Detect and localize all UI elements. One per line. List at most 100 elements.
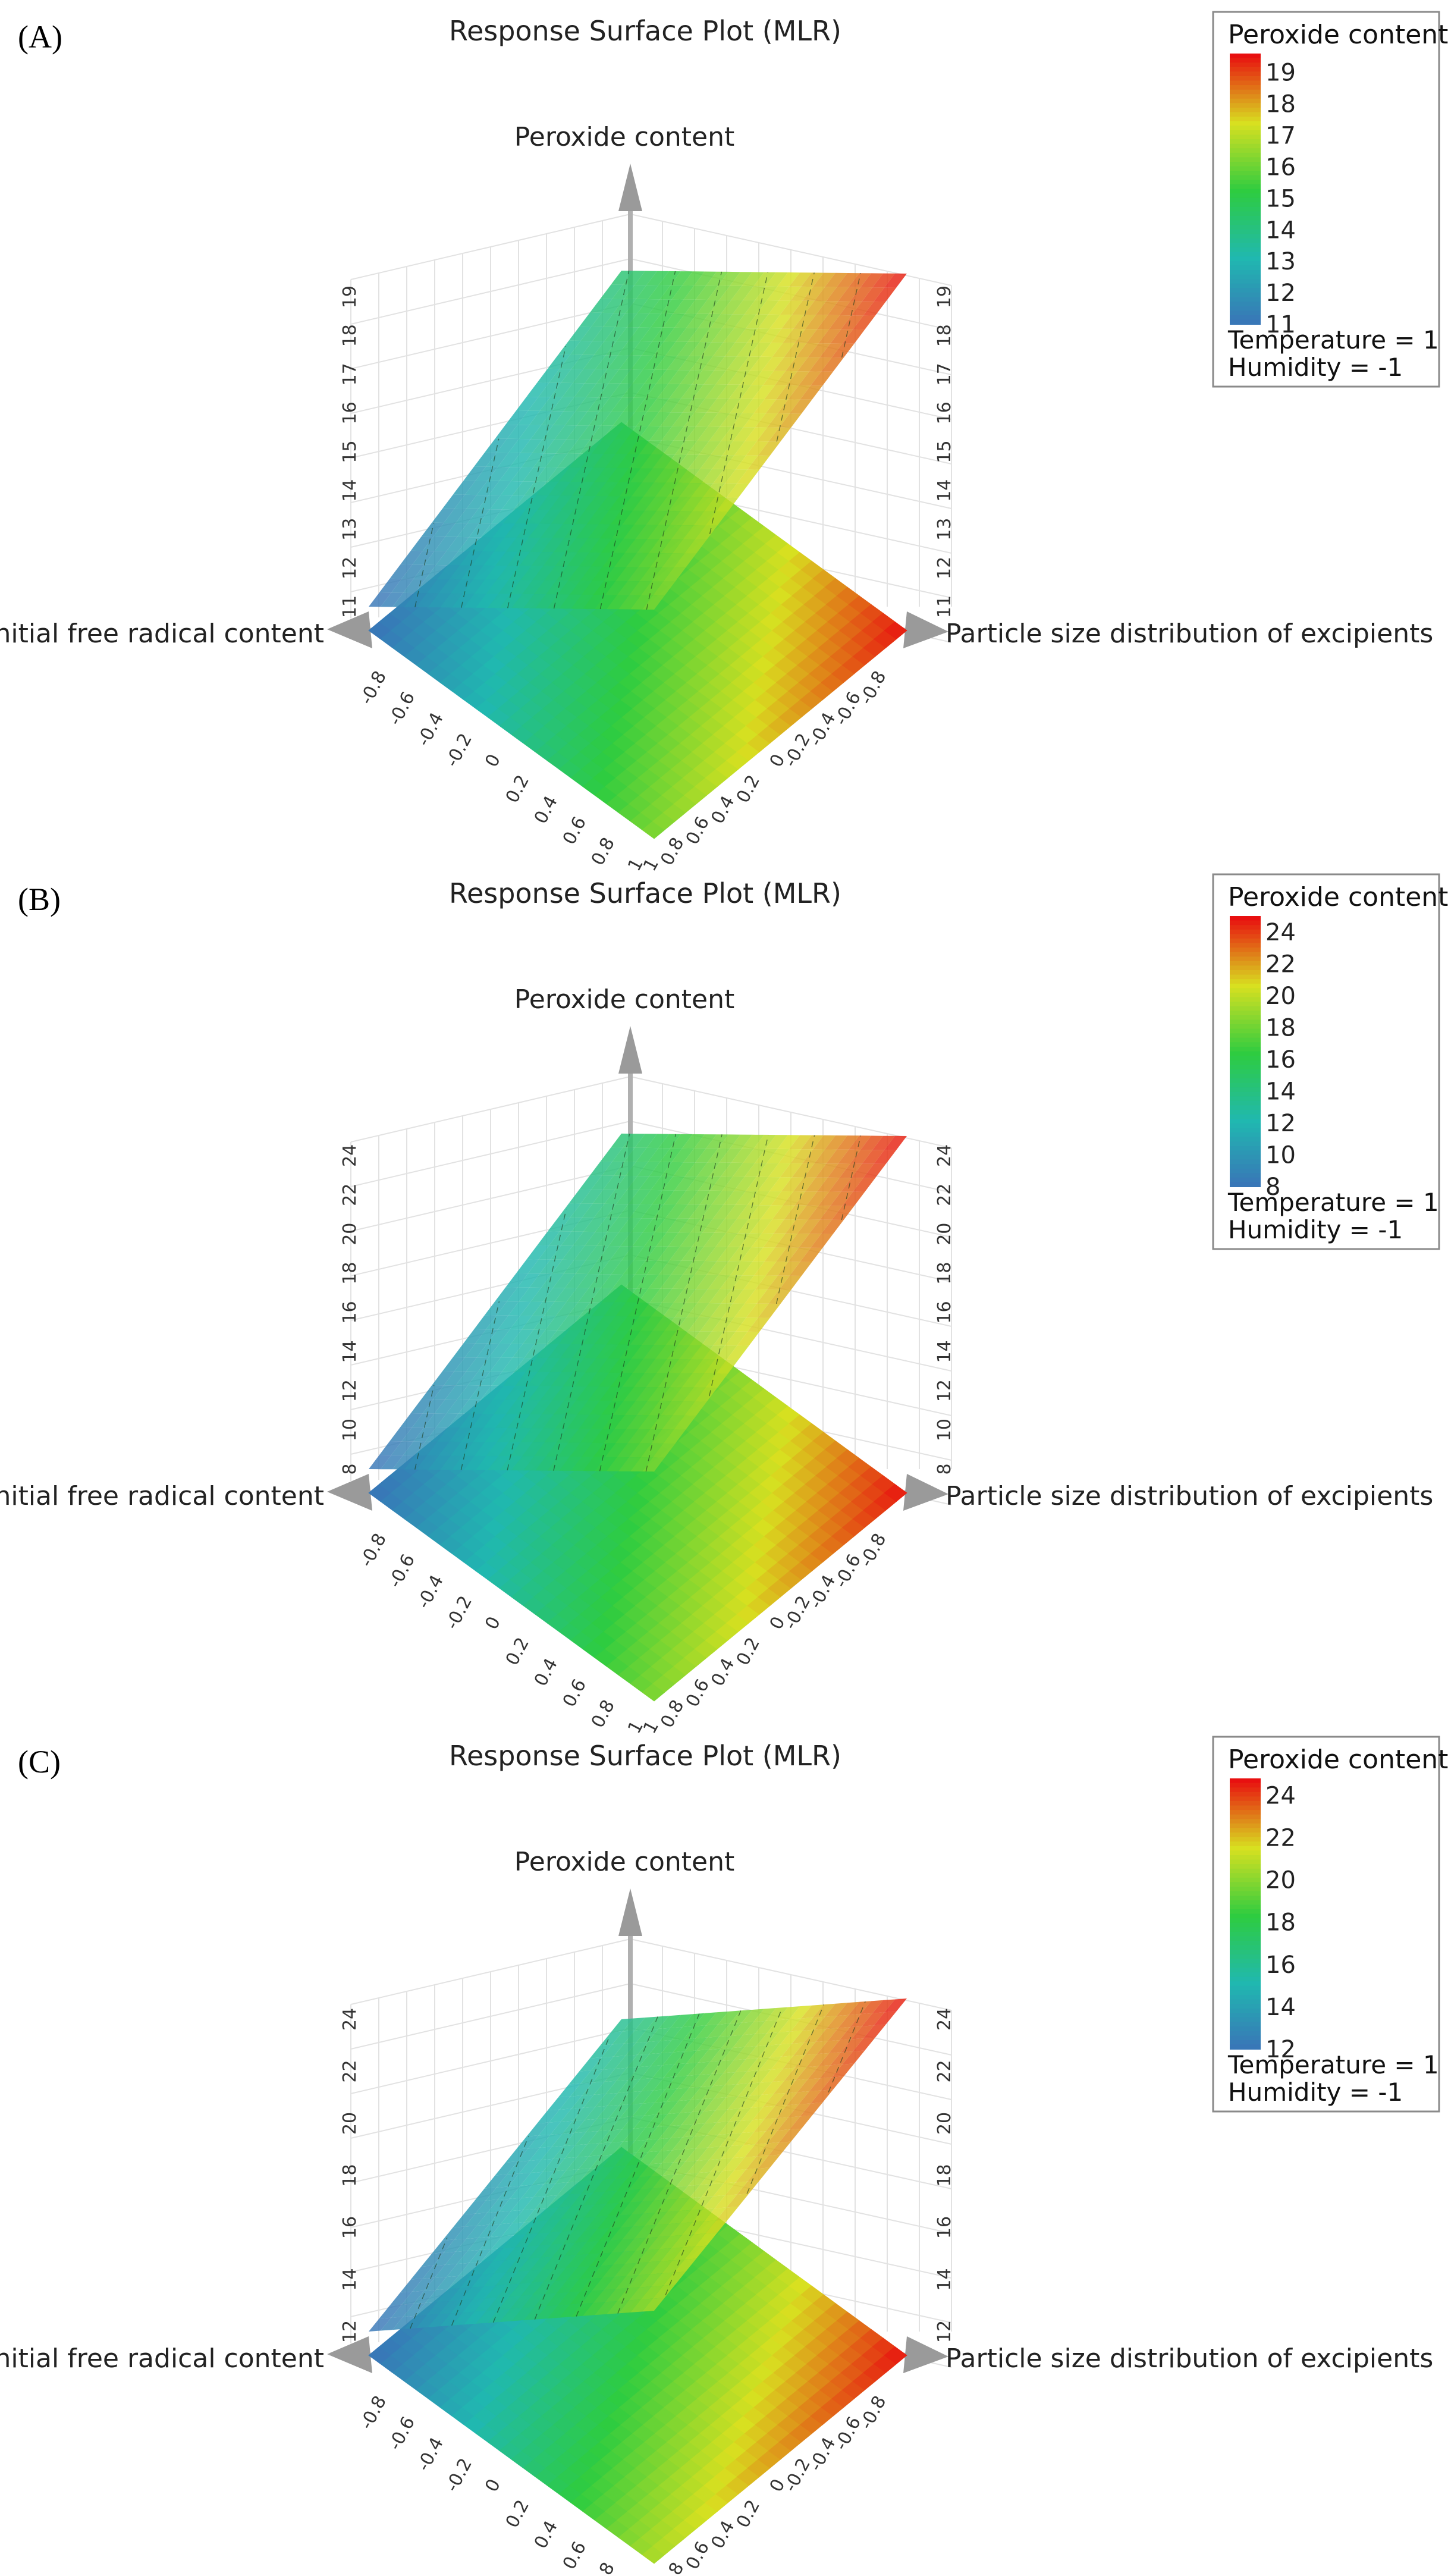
surface-cell (426, 579, 450, 594)
z-tick-label-left: 18 (340, 1262, 360, 1285)
surface-cell (617, 581, 640, 595)
legend-swatch (1230, 225, 1261, 230)
surface-cell (711, 328, 734, 343)
surface-cell (561, 369, 583, 383)
surface-cell (548, 2207, 571, 2221)
surface-cell (648, 2248, 671, 2263)
legend-swatch (1230, 125, 1261, 131)
panel-label: (C) (18, 1744, 61, 1780)
surface-cell (791, 300, 815, 315)
z-tick-label-left: 16 (340, 401, 360, 424)
surface-cell (551, 2230, 573, 2245)
surface-cell (504, 2246, 527, 2261)
surface-cell (851, 2025, 874, 2040)
surface-cell (676, 454, 699, 469)
surface-cell (645, 384, 668, 399)
surface-cell (422, 1399, 445, 1414)
surface-cell (410, 1399, 434, 1414)
surface-cell (710, 2048, 733, 2062)
surface-cell (476, 2211, 500, 2226)
surface-cell (662, 1303, 686, 1317)
surface-cell (392, 592, 415, 607)
surface-cell (644, 369, 667, 384)
surface-cell (779, 2128, 802, 2143)
surface-cell (485, 1427, 508, 1442)
surface-cell (379, 578, 402, 593)
surface-cell (574, 1372, 597, 1387)
surface-cell (764, 2105, 787, 2119)
surface-cell (680, 2209, 703, 2223)
surface-cell (730, 1134, 752, 1149)
legend-swatch (1230, 1011, 1261, 1016)
surface-cell (639, 2273, 662, 2288)
grid-line (350, 1165, 631, 1232)
surface-cell (639, 313, 661, 328)
surface-cell (743, 1275, 766, 1289)
legend-swatch (1230, 1069, 1261, 1075)
floor-cell (884, 2346, 907, 2365)
surface-cell (815, 2028, 838, 2042)
surface-cell (555, 1302, 579, 1316)
y-axis-arrow-icon (903, 1474, 948, 1511)
surface-cell (652, 454, 675, 469)
surface-cell (653, 2076, 676, 2091)
surface-cell (570, 1330, 593, 1345)
surface-cell (689, 342, 712, 356)
surface-cell (490, 2223, 513, 2237)
surface-cell (573, 2217, 596, 2231)
legend-swatch (1230, 1150, 1261, 1156)
surface-cell (805, 315, 828, 330)
surface-cell (391, 2304, 414, 2318)
contour-line (645, 1134, 723, 1472)
surface-cell (606, 2190, 629, 2204)
surface-cell (599, 2239, 623, 2254)
x-tick-label: 0.2 (502, 1634, 533, 1669)
surface-cell (696, 1275, 718, 1289)
z-tick-label-left: 14 (340, 1340, 360, 1363)
surface-cell (550, 2120, 573, 2135)
surface-cell (523, 594, 546, 608)
legend-swatch (1230, 916, 1261, 921)
grid-line (350, 1121, 631, 1187)
surface-cell (751, 2094, 774, 2108)
legend-swatch (1230, 1990, 1261, 1995)
surface-cell (549, 1358, 572, 1373)
surface-cell (511, 1329, 534, 1344)
surface-cell (511, 467, 534, 482)
surface-cell (655, 482, 678, 497)
surface-cell (815, 1163, 838, 1178)
surface-cell (674, 1176, 697, 1191)
surface-cell (752, 385, 775, 399)
surface-cell (771, 2056, 794, 2070)
surface-cell (781, 2042, 804, 2057)
legend-swatch (1230, 947, 1261, 953)
surface-cell (789, 1262, 812, 1276)
surface-cell (708, 2035, 731, 2050)
surface-cell (531, 1414, 554, 1429)
surface-cell (645, 497, 667, 511)
surface-cell (755, 1149, 778, 1163)
response-surface (369, 1998, 907, 2332)
surface-cell (753, 2008, 776, 2022)
surface-cell (437, 565, 460, 579)
surface-cell (736, 455, 758, 470)
legend-swatch (1230, 1033, 1261, 1038)
x-axis-arrow-icon (327, 611, 372, 648)
surface-cell (478, 1357, 501, 1372)
surface-cell (595, 2203, 618, 2217)
surface-cell (410, 2266, 434, 2280)
surface-cell (656, 369, 679, 384)
surface-cell (837, 1135, 859, 1150)
surface-cell (775, 2092, 797, 2106)
contour-line (599, 1134, 677, 1471)
surface-cell (627, 1429, 651, 1444)
surface-cell (535, 467, 558, 482)
surface-cell (750, 356, 772, 371)
surface-cell (613, 2042, 636, 2057)
surface-cell (519, 1414, 542, 1429)
surface-cell (725, 1331, 748, 1346)
surface-cell (787, 1234, 809, 1248)
surface-cell (646, 510, 668, 525)
surface-cell (517, 410, 540, 425)
surface-cell (549, 2219, 572, 2233)
